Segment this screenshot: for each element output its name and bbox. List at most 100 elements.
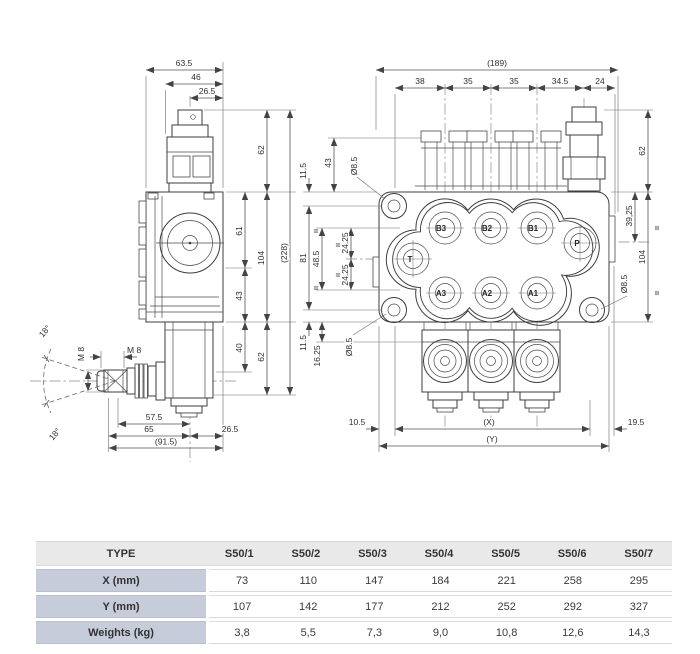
dim-19-5: 19.5 [628,417,645,427]
table-cell: 184 [407,569,474,592]
dim-104: 104 [256,251,266,265]
table-header-model: S50/7 [624,547,654,560]
side-relief-valve [166,109,214,193]
side-right-dims: 61 43 40 62 104 62 (228) [204,109,296,396]
table-cell: 177 [341,595,408,618]
dia-8-5-top-left: Ø8.5 [349,157,359,176]
table-cell: 292 [539,595,606,618]
dim-24-25-b: 24.25 [340,264,350,286]
table-header-model: S50/3 [358,547,387,560]
front-left-dims: 11.5 81 11.5 48.5 16.25 43 24.25 24.25 Ø… [297,137,424,368]
port-label-b3: B3 [436,224,447,233]
table-cell: 10,8 [473,621,540,644]
table-cell: 12,6 [539,621,606,644]
table-row-x: X (mm) 73 110 147 184 221 258 295 [36,569,672,592]
table-header-model: S50/5 [491,547,520,560]
angle-top-label: 18° [37,323,53,339]
dim-24-25-a: 24.25 [340,232,350,254]
dim-43: 43 [234,291,244,301]
dim-65: 65 [144,424,154,434]
table-header-row: TYPE S50/1 S50/2 S50/3 S50/4 S50/5 S50/6… [36,541,672,566]
table-header-model: S50/1 [224,547,254,560]
dia-8-5-bottom-left: Ø8.5 [344,338,354,357]
dim-10-5: 10.5 [349,417,366,427]
table-cell: 221 [473,569,540,592]
technical-drawing: 18° 18° M 8 M 8 63.5 46 26.5 [30,57,662,462]
front-top-dims: (189) 38 35 35 34.5 24 [375,57,619,214]
equal-mark: = [336,240,341,250]
dim-43-left: 43 [323,158,333,168]
equal-mark: = [336,270,341,280]
table-header-model: S50/6 [557,547,587,560]
dim-81: 81 [298,253,308,263]
thread-dims: M 8 M 8 [75,344,143,393]
table-cell: 142 [275,595,342,618]
port-label-b2: B2 [482,224,493,233]
port-label-b1: B1 [528,224,539,233]
dim-40: 40 [234,343,244,353]
angle-bottom-label: 18° [47,426,63,442]
table-row-weights: Weights (kg) 3,8 5,5 7,3 9,0 10,8 12,6 1… [36,621,672,644]
front-view-drawing: B3 B2 B1 T P A3 A2 A1 [297,57,662,452]
table-header-model: S50/2 [291,547,321,560]
table-cell: 212 [407,595,474,618]
table-cell: 327 [605,595,672,618]
dim-34-5: 34.5 [552,76,569,86]
dim-62-bottom: 62 [256,352,266,362]
front-bottom-dims: 10.5 (X) 19.5 (Y) [347,266,646,452]
table-cell: 252 [473,595,540,618]
front-relief-valve [562,106,606,192]
side-bottom-dims: 57.5 65 26.5 (91.5) [108,326,240,452]
table-header-type: TYPE [106,547,136,560]
row-label: X (mm) [36,569,206,592]
dim-24: 24 [595,76,605,86]
table-cell: 7,3 [341,621,408,644]
dim-104-right: 104 [637,250,647,264]
dim-35-a: 35 [463,76,473,86]
dim-26-5-bottom: 26.5 [222,424,239,434]
side-top-dims: 63.5 46 26.5 [145,57,224,188]
dim-39-25: 39,25 [624,205,634,227]
row-label: Weights (kg) [36,621,206,644]
front-valve-body: B3 B2 B1 T P A3 A2 A1 [372,191,616,326]
dim-46: 46 [191,72,201,82]
ports: B3 B2 B1 T P A3 A2 A1 [394,211,599,310]
dim-11-5-top: 11.5 [298,163,308,179]
dim-35-b: 35 [509,76,519,86]
port-label-a1: A1 [528,289,539,298]
equal-mark: = [314,226,319,236]
table-cell: 295 [605,569,672,592]
dim-61: 61 [234,226,244,236]
tie-rod-studs [415,130,567,190]
table-cell: 110 [275,569,342,592]
dimensions-table: TYPE S50/1 S50/2 S50/3 S50/4 S50/5 S50/6… [36,541,672,647]
thread-vertical-label: M 8 [76,347,86,361]
port-label-p: P [574,239,580,248]
dim-48-5: 48.5 [311,250,321,267]
table-cell: 73 [209,569,276,592]
table-cell: 258 [539,569,606,592]
table-cell: 14,3 [605,621,672,644]
dim-63-5: 63.5 [176,58,193,68]
side-view-drawing: 18° 18° M 8 M 8 63.5 46 26.5 [30,57,296,462]
dim-91-5: (91.5) [155,437,177,447]
port-label-a3: A3 [436,289,447,298]
side-valve-body [138,191,224,323]
dim-189-overall: (189) [487,58,507,68]
dim-228: (228) [279,243,289,263]
dim-57-5: 57.5 [146,412,163,422]
port-label-a2: A2 [482,289,493,298]
table-cell: 3,8 [209,621,276,644]
dim-x: (X) [483,417,495,427]
dim-y: (Y) [486,434,498,444]
dim-38: 38 [415,76,425,86]
equal-mark: = [652,290,662,295]
port-label-t: T [408,255,413,264]
spool-assemblies [421,322,561,413]
dim-11-5-bottom: 11.5 [298,335,308,351]
table-cell: 5,5 [275,621,342,644]
table-cell: 9,0 [407,621,474,644]
dim-26-5-top: 26.5 [199,86,216,96]
table-row-y: Y (mm) 107 142 177 212 252 292 327 [36,595,672,618]
